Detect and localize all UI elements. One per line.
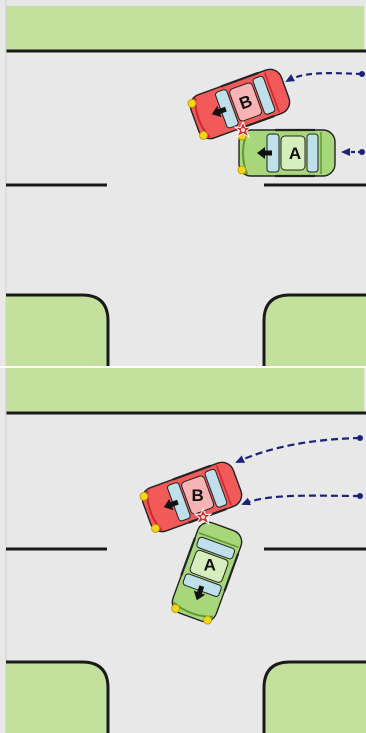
car-a: A	[237, 128, 337, 178]
grass-corner-left	[6, 662, 108, 733]
grass-corner-left	[6, 295, 108, 368]
car-b-trajectory-arrow	[235, 436, 361, 464]
car-a: A	[167, 517, 247, 627]
car-b: B	[185, 64, 295, 144]
car-b-label: B	[191, 486, 203, 505]
car-b-trajectory-arrow	[285, 72, 363, 82]
grass-corner-right	[264, 662, 366, 733]
grass-verge-top	[6, 6, 364, 50]
car-b: B	[137, 457, 247, 537]
car-a-label: A	[204, 555, 216, 574]
scene-before-impact: A B	[0, 0, 366, 368]
scene-after-impact: A B	[0, 368, 366, 733]
grass-verge-top	[6, 368, 364, 412]
car-a-trajectory-arrow	[241, 494, 361, 506]
car-b-label: B	[237, 91, 255, 113]
car-a-label: A	[289, 144, 301, 163]
grass-corner-right	[264, 295, 366, 368]
